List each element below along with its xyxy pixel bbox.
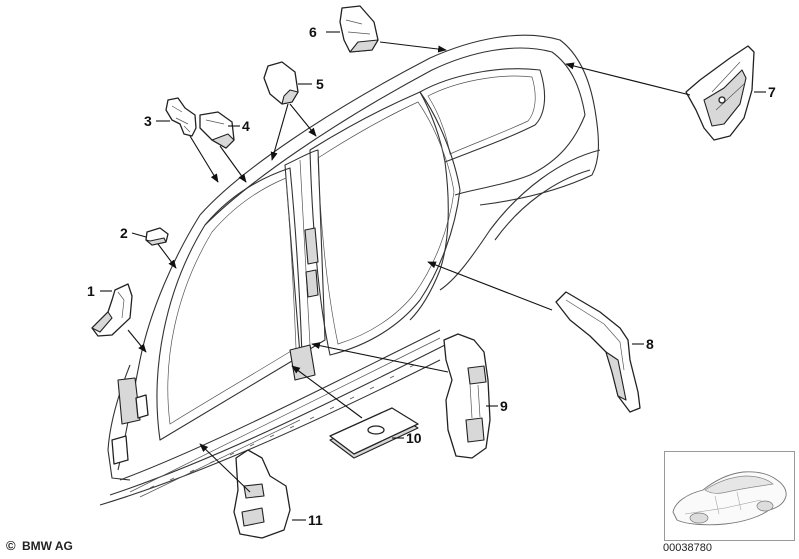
part-9-b-pillar-insert xyxy=(443,333,491,459)
callout-1: 1 xyxy=(87,283,95,299)
callout-9: 9 xyxy=(500,398,508,414)
callout-7: 7 xyxy=(768,84,776,100)
part-2-small-block xyxy=(145,227,169,246)
callout-2: 2 xyxy=(120,225,128,241)
part-11-sill-insert xyxy=(233,449,291,539)
part-8-long-strip xyxy=(555,291,641,413)
callout-6: 6 xyxy=(309,24,317,40)
part-6-roof-block xyxy=(339,5,379,53)
part-5-cap xyxy=(263,61,299,105)
body-side-frame xyxy=(99,34,601,506)
callout-11: 11 xyxy=(308,512,323,528)
leader-lines xyxy=(127,41,691,493)
diagram-number: 00038780 xyxy=(663,542,712,554)
callout-8: 8 xyxy=(646,336,654,352)
callout-4: 4 xyxy=(242,118,250,134)
part-1-a-pillar-insert xyxy=(91,283,133,337)
part-10-sill-pad xyxy=(329,407,419,459)
part-7-c-pillar-plate xyxy=(685,45,755,141)
part-4-wedge xyxy=(199,111,235,149)
callout-ticks xyxy=(100,31,766,521)
callout-3: 3 xyxy=(144,113,152,129)
copyright-symbol: © xyxy=(6,538,16,553)
copyright-text: BMW AG xyxy=(22,539,73,553)
callout-5: 5 xyxy=(316,76,324,92)
vehicle-thumbnail xyxy=(664,451,795,541)
car-outline-icon xyxy=(672,471,787,526)
callout-10: 10 xyxy=(406,430,422,446)
part-3-bracket xyxy=(165,97,197,137)
